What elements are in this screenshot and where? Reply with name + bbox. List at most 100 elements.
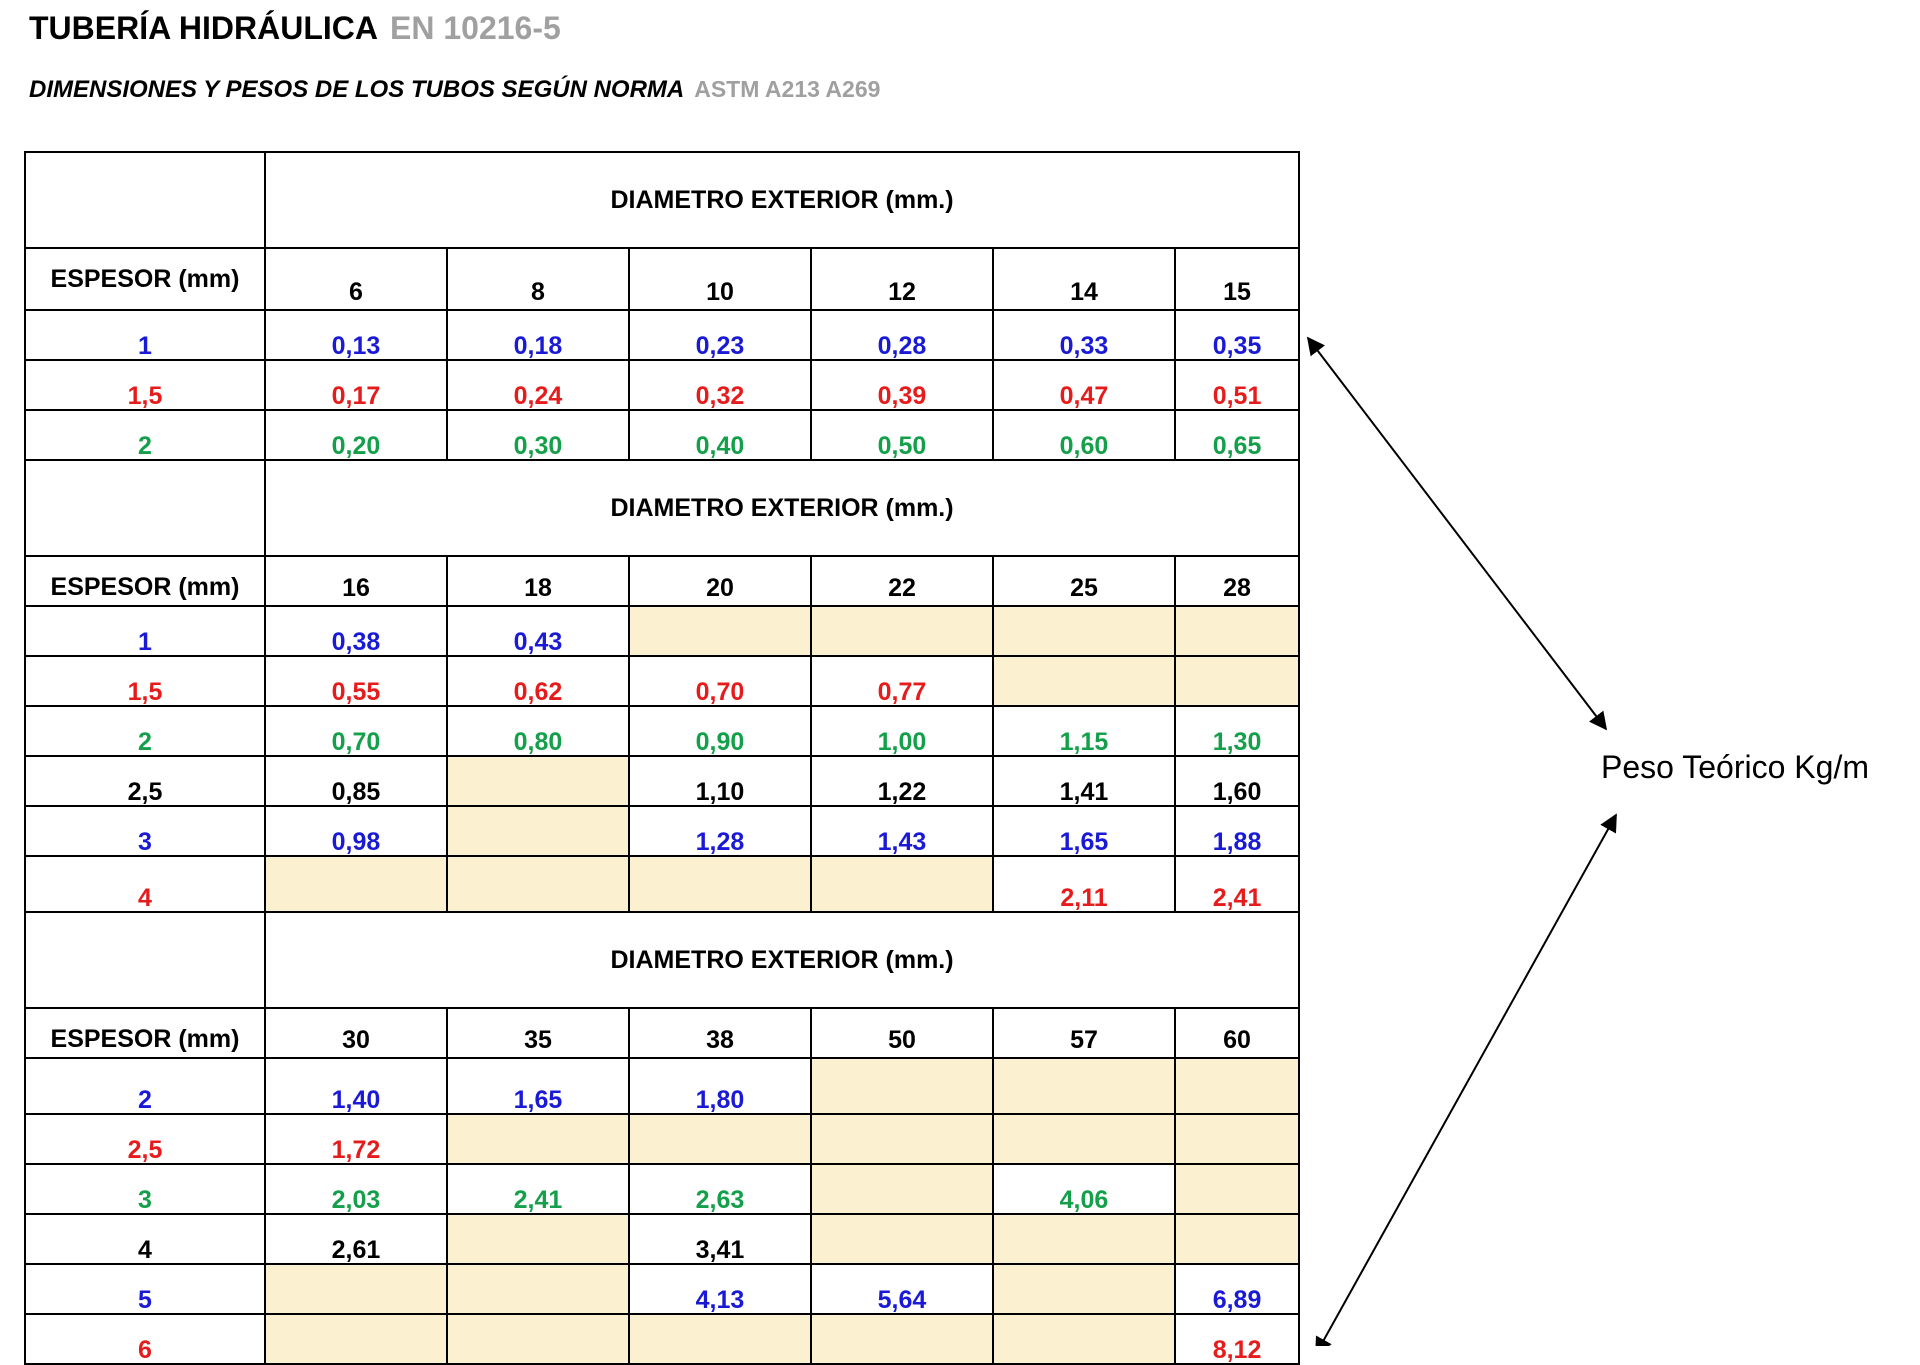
subtitle-standard: ASTM A213 A269	[694, 76, 881, 102]
weight-cell: 2,63	[628, 1163, 812, 1215]
diameter-cell: 8	[446, 247, 630, 311]
weight-cell: 2,61	[264, 1213, 448, 1265]
weight-cell: 0,39	[810, 359, 994, 411]
weight-cell: 0,70	[264, 705, 448, 757]
weight-cell: 0,47	[992, 359, 1176, 411]
thickness-cell: 1,5	[24, 359, 266, 411]
weight-cell: 0,65	[1173, 409, 1301, 461]
weight-cell: 1,15	[992, 705, 1176, 757]
weight-cell: 0,24	[446, 359, 630, 411]
weight-cell: 0,23	[628, 309, 812, 361]
header-corner-cell	[24, 459, 266, 557]
thickness-cell: 4	[24, 1213, 266, 1265]
weight-cell: 1,72	[264, 1113, 448, 1165]
empty-cell	[992, 605, 1176, 657]
thickness-cell: 3	[24, 805, 266, 857]
diameter-cell: 60	[1173, 1007, 1301, 1059]
weight-cell: 5,64	[810, 1263, 994, 1315]
section-header-row: DIAMETRO EXTERIOR (mm.)	[24, 911, 1301, 1009]
empty-cell	[810, 855, 994, 913]
diameter-cell: 30	[264, 1007, 448, 1059]
weight-cell: 0,38	[264, 605, 448, 657]
diameter-cell: 22	[810, 555, 994, 607]
thickness-cell: 2,5	[24, 1113, 266, 1165]
empty-cell	[1173, 605, 1301, 657]
espesor-label: ESPESOR (mm)	[24, 1007, 266, 1059]
weight-cell: 0,51	[1173, 359, 1301, 411]
weight-cell: 1,88	[1173, 805, 1301, 857]
weight-cell: 0,80	[446, 705, 630, 757]
empty-cell	[628, 1113, 812, 1165]
empty-cell	[446, 755, 630, 807]
weight-cell: 1,60	[1173, 755, 1301, 807]
thickness-cell: 1,5	[24, 655, 266, 707]
weight-cell: 0,33	[992, 309, 1176, 361]
diameter-cell: 14	[992, 247, 1176, 311]
thickness-cell: 2	[24, 409, 266, 461]
empty-cell	[1173, 1213, 1301, 1265]
empty-cell	[1173, 1113, 1301, 1165]
empty-cell	[264, 855, 448, 913]
weight-cell: 0,13	[264, 309, 448, 361]
weight-cell: 0,55	[264, 655, 448, 707]
empty-cell	[446, 855, 630, 913]
weight-cell: 0,18	[446, 309, 630, 361]
title-text: TUBERÍA HIDRÁULICA	[29, 10, 379, 46]
weight-cell: 1,65	[992, 805, 1176, 857]
weight-cell: 1,43	[810, 805, 994, 857]
weight-cell: 0,30	[446, 409, 630, 461]
weight-cell: 0,35	[1173, 309, 1301, 361]
empty-cell	[810, 1213, 994, 1265]
weight-cell: 0,60	[992, 409, 1176, 461]
weight-cell: 0,85	[264, 755, 448, 807]
diameter-cell: 20	[628, 555, 812, 607]
diameter-cell: 16	[264, 555, 448, 607]
thickness-cell: 1	[24, 605, 266, 657]
thickness-cell: 3	[24, 1163, 266, 1215]
weight-cell: 2,41	[1173, 855, 1301, 913]
empty-cell	[992, 1213, 1176, 1265]
espesor-label: ESPESOR (mm)	[24, 247, 266, 311]
empty-cell	[446, 1213, 630, 1265]
diametro-exterior-header: DIAMETRO EXTERIOR (mm.)	[263, 151, 1301, 249]
weight-cell: 0,90	[628, 705, 812, 757]
peso-teorico-label: Peso Teórico Kg/m	[1601, 749, 1869, 785]
thickness-cell: 2,5	[24, 755, 266, 807]
empty-cell	[446, 1113, 630, 1165]
empty-cell	[992, 1263, 1176, 1315]
empty-cell	[992, 655, 1176, 707]
subtitle-text: DIMENSIONES Y PESOS DE LOS TUBOS SEGÚN N…	[29, 76, 685, 103]
weight-cell: 4,13	[628, 1263, 812, 1315]
diametro-exterior-header: DIAMETRO EXTERIOR (mm.)	[263, 911, 1301, 1009]
arrow-upper	[1306, 336, 1608, 731]
weight-cell: 4,06	[992, 1163, 1176, 1215]
empty-cell	[1173, 1163, 1301, 1215]
diameter-cell: 15	[1173, 247, 1301, 311]
weight-cell: 0,70	[628, 655, 812, 707]
weight-cell: 1,40	[264, 1057, 448, 1115]
empty-cell	[1173, 655, 1301, 707]
weight-cell: 0,40	[628, 409, 812, 461]
diameter-cell: 57	[992, 1007, 1176, 1059]
weight-cell: 2,03	[264, 1163, 448, 1215]
weight-cell: 0,62	[446, 655, 630, 707]
empty-cell	[810, 1113, 994, 1165]
empty-cell	[992, 1113, 1176, 1165]
empty-cell	[628, 855, 812, 913]
diameter-cell: 50	[810, 1007, 994, 1059]
weight-cell: 2,11	[992, 855, 1176, 913]
weight-cell: 2,41	[446, 1163, 630, 1215]
